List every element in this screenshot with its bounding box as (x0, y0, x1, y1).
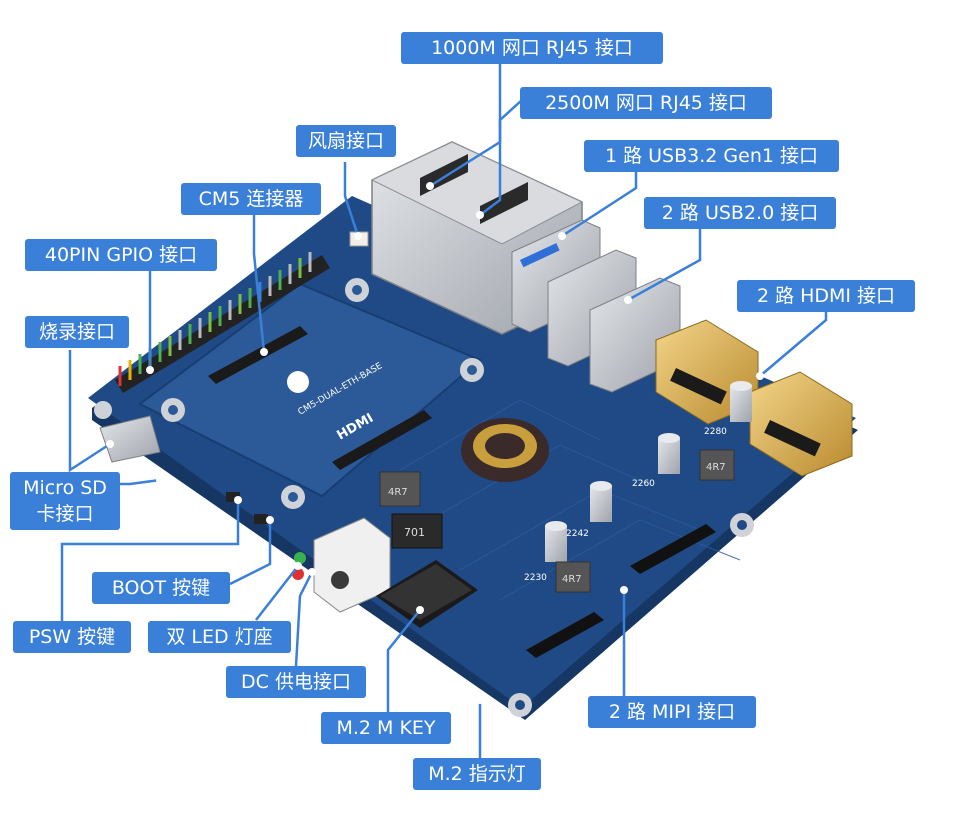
label-m2key: M.2 M KEY (321, 712, 451, 744)
mipi-connectors (526, 524, 716, 658)
dc-jack (313, 517, 391, 613)
psw-button (254, 514, 268, 524)
label-mipi: 2 路 MIPI 接口 (588, 696, 756, 728)
label-dc: DC 供电接口 (226, 666, 366, 698)
label-m2led: M.2 指示灯 (413, 758, 541, 790)
inductor-right-label: 4R7 (706, 462, 726, 473)
label-psw: PSW 按键 (13, 621, 131, 653)
inductor-left-label: 4R7 (562, 574, 582, 585)
m2-standoffs (545, 381, 752, 562)
label-fan: 风扇接口 (296, 125, 396, 157)
cm5-module (138, 282, 482, 498)
label-boot: BOOT 按键 (92, 572, 230, 604)
leader-dots (106, 182, 764, 704)
label-hdmi: 2 路 HDMI 接口 (737, 280, 915, 312)
gpio-header (115, 252, 330, 393)
sd-slot (99, 415, 161, 463)
leader-lines (60, 62, 828, 760)
inductor-701-label: 701 (404, 526, 425, 539)
inductor-top-label: 4R7 (388, 487, 408, 498)
label-eth1000: 1000M 网口 RJ45 接口 (401, 32, 663, 64)
label-usb20: 2 路 USB2.0 接口 (644, 197, 836, 229)
m2-slot (376, 560, 478, 628)
cm5-connector-b (332, 410, 432, 470)
battery-holder (461, 418, 549, 482)
standoff-2242-label: 2242 (566, 529, 589, 539)
standoff-2230-label: 2230 (524, 573, 547, 583)
standoff-2260-label: 2260 (632, 479, 655, 489)
label-led: 双 LED 灯座 (148, 621, 291, 653)
label-microsd: Micro SD 卡接口 (10, 472, 120, 530)
cm5-connector-a (208, 326, 308, 384)
label-cm5: CM5 连接器 (181, 183, 321, 215)
boot-button (226, 492, 240, 502)
inductors: 4R7 701 4R7 4R7 (379, 449, 735, 593)
waveshare-logo-icon (287, 371, 309, 393)
label-eth2500: 2500M 网口 RJ45 接口 (520, 87, 772, 119)
label-flash: 烧录接口 (25, 316, 129, 348)
mounting-holes (94, 278, 754, 717)
label-gpio: 40PIN GPIO 接口 (25, 239, 217, 271)
label-usb32: 1 路 USB3.2 Gen1 接口 (584, 140, 839, 172)
standoff-2280-label: 2280 (704, 427, 727, 437)
